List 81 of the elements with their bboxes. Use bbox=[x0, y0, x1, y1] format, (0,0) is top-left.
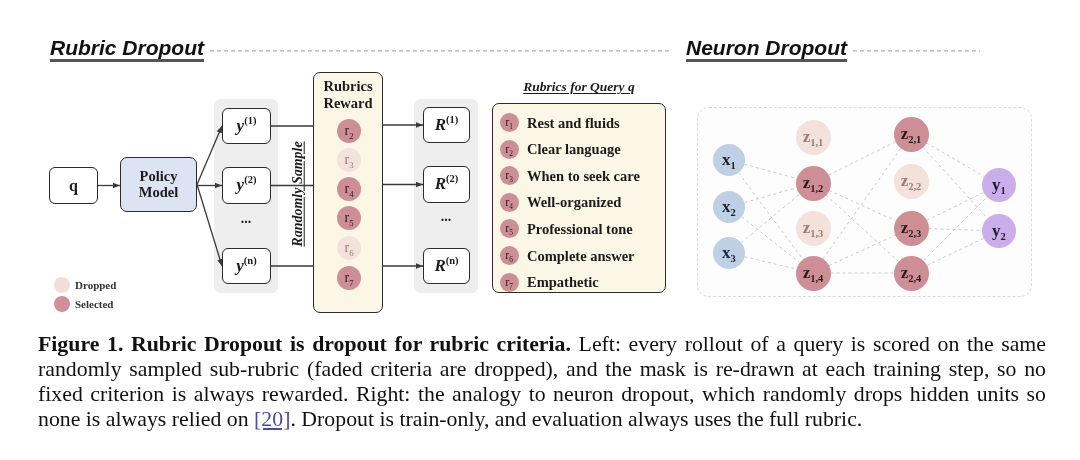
connector-line bbox=[738, 172, 804, 260]
connector-line bbox=[828, 234, 896, 267]
connector-line bbox=[822, 147, 902, 260]
vertical-label: Randomly Sample bbox=[289, 141, 306, 247]
panel-heading: Rubrics for Query q bbox=[522, 79, 636, 95]
connector-line bbox=[926, 237, 985, 266]
hidden-neuron: z$_{2,3}$ bbox=[893, 210, 929, 246]
rubric-circle: r$_{4}$ bbox=[337, 177, 361, 201]
connector-line bbox=[270, 125, 314, 127]
connector-line bbox=[828, 141, 896, 176]
connector-line bbox=[741, 216, 800, 263]
response-box: y$^{(n)}$ bbox=[222, 248, 271, 284]
connector-line bbox=[922, 146, 989, 219]
connector-line bbox=[922, 196, 988, 262]
arrow bbox=[196, 125, 223, 186]
response-box: y$^{(2)}$ bbox=[222, 167, 271, 204]
rubric-circle: r$_{1}$ bbox=[499, 113, 519, 132]
connector-line bbox=[270, 265, 314, 267]
hidden-neuron: z$_{1,3}$ bbox=[795, 210, 831, 246]
rubric-circle: r$_{5}$ bbox=[499, 219, 519, 239]
rubric-circle: r$_{6}$ bbox=[337, 236, 361, 260]
arrow bbox=[196, 182, 223, 189]
output-neuron: y$_{2}$ bbox=[982, 214, 1016, 248]
connector-line bbox=[743, 163, 797, 179]
rubric-circle: r$_{7}$ bbox=[337, 266, 361, 290]
connector-line bbox=[825, 194, 899, 262]
rubric-label: Professional tone bbox=[527, 220, 633, 238]
legend-label: Selected bbox=[75, 298, 114, 310]
reward-box: R$^{(n)}$ bbox=[423, 248, 470, 284]
model-box: Policy Model bbox=[120, 157, 197, 212]
rubric-circle: r$_{2}$ bbox=[499, 139, 519, 159]
output-neuron: y$_{1}$ bbox=[982, 168, 1016, 202]
connector-line bbox=[744, 256, 797, 270]
rubric-label: When to seek care bbox=[527, 167, 640, 185]
background-band bbox=[414, 99, 478, 293]
citation-link: [20] bbox=[254, 407, 291, 431]
reward-box: R$^{(1)}$ bbox=[423, 107, 470, 143]
connector-line bbox=[740, 193, 801, 244]
rubric-circle: r$_{3}$ bbox=[499, 166, 519, 186]
response-box: y$^{(1)}$ bbox=[222, 108, 271, 144]
connector-line bbox=[926, 191, 985, 221]
hidden-neuron: z$_{2,2}$ bbox=[893, 163, 929, 199]
rubric-label: Empathetic bbox=[527, 273, 599, 291]
hidden-neuron: z$_{1,4}$ bbox=[795, 255, 831, 291]
input-neuron: x$_{2}$ bbox=[713, 191, 745, 223]
hidden-neuron: z$_{2,1}$ bbox=[893, 116, 929, 152]
arrow bbox=[196, 183, 223, 267]
section-heading: Rubric Dropout bbox=[50, 36, 204, 60]
reward-panel bbox=[313, 72, 383, 313]
hidden-neuron: z$_{1,1}$ bbox=[795, 119, 831, 155]
connector-line bbox=[270, 184, 314, 187]
legend-label: Dropped bbox=[75, 279, 117, 291]
panel-title: Rubrics Reward bbox=[322, 78, 374, 112]
rubric-circle: r$_{4}$ bbox=[499, 192, 519, 212]
rubric-circle: r$_{6}$ bbox=[499, 246, 519, 265]
background-band bbox=[214, 99, 278, 293]
figure-caption: Figure 1. Rubric Dropout is dropout for rubric criteria. Left: every rollout of a query is scored on the same randomly sampled sub-rubric (faded criteria are dropped), and the mask is re-drawn at each training step, so no fixed criterion is always rewarded. Right: the analogy to neuron dropout, which randomly drops hidden units so none is always relied on [20]. Dropout is train-only, and evaluation always uses the full rubric. bbox=[38, 332, 1046, 432]
rubric-label: Rest and fluids bbox=[527, 114, 620, 131]
input-neuron: x$_{1}$ bbox=[713, 144, 745, 176]
rubric-circle: r$_{7}$ bbox=[499, 272, 519, 292]
section-heading: Neuron Dropout bbox=[686, 36, 847, 60]
hidden-neuron: z$_{1,2}$ bbox=[795, 165, 831, 201]
rubric-label: Well-organized bbox=[527, 193, 622, 211]
input-neuron: x$_{3}$ bbox=[713, 237, 745, 269]
arrow bbox=[382, 122, 424, 128]
arrow bbox=[382, 263, 424, 269]
rubric-circle: r$_{2}$ bbox=[337, 119, 361, 143]
network-frame bbox=[697, 107, 1032, 297]
hidden-neuron: z$_{2,4}$ bbox=[893, 255, 929, 291]
rubric-label: Complete answer bbox=[527, 247, 635, 264]
rubric-circle: r$_{5}$ bbox=[337, 206, 361, 230]
rubric-label: Clear language bbox=[527, 140, 621, 158]
query-box: q bbox=[49, 167, 98, 204]
rubric-circle: r$_{3}$ bbox=[337, 148, 361, 172]
reward-box: R$^{(2)}$ bbox=[423, 166, 470, 203]
ellipsis-text: ... bbox=[439, 209, 453, 226]
arrow bbox=[382, 181, 424, 188]
connector-line bbox=[828, 189, 896, 222]
arrow bbox=[97, 182, 121, 189]
connector-line bbox=[925, 142, 985, 177]
ellipsis-text: ... bbox=[239, 211, 253, 228]
